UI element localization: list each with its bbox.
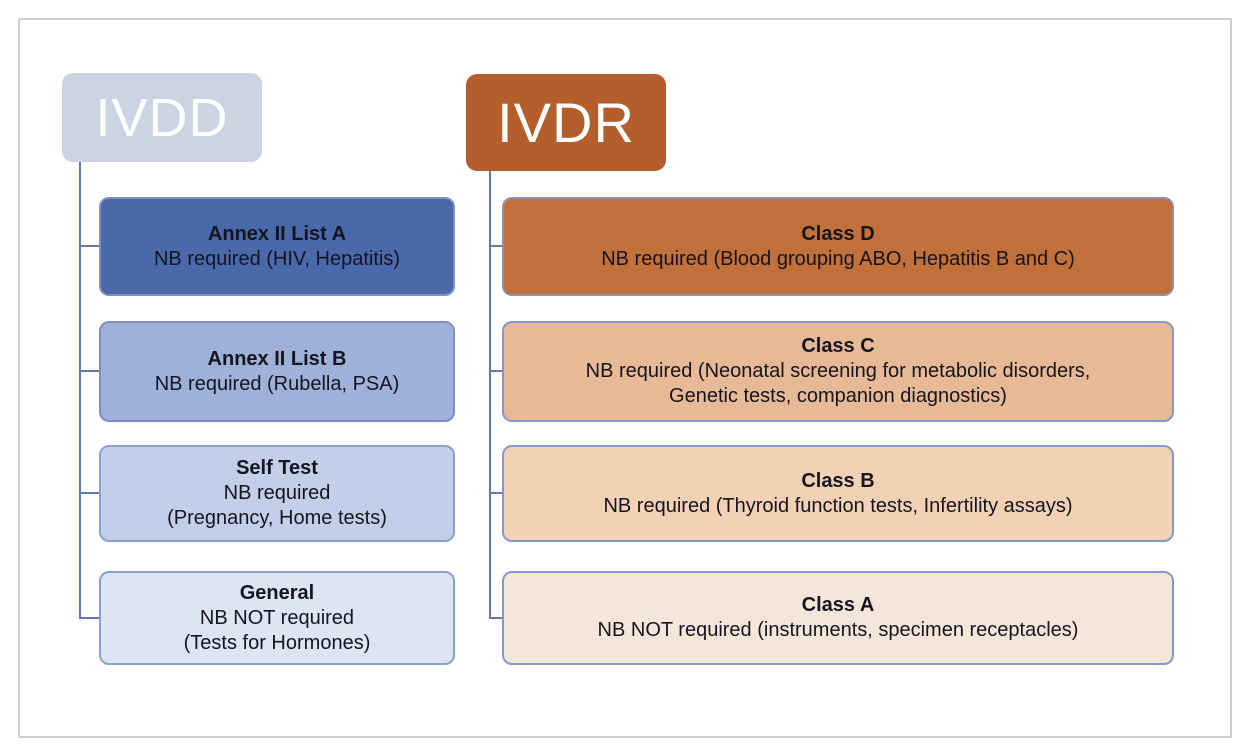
node-body: NB NOT required (Tests for Hormones) bbox=[183, 606, 371, 654]
node-annex-ii-list-a: Annex II List A NB required (HIV, Hepati… bbox=[99, 197, 455, 296]
node-title: General bbox=[239, 581, 315, 604]
node-body: NB required (HIV, Hepatitis) bbox=[153, 247, 401, 270]
connector-line bbox=[79, 370, 99, 372]
node-self-test: Self Test NB required (Pregnancy, Home t… bbox=[99, 445, 455, 542]
node-title: Self Test bbox=[236, 457, 318, 479]
ivdd-header: IVDD bbox=[62, 73, 262, 162]
ivdr-header: IVDR bbox=[466, 74, 666, 171]
node-general: General NB NOT required (Tests for Hormo… bbox=[99, 571, 455, 665]
node-annex-ii-list-b: Annex II List B NB required (Rubella, PS… bbox=[99, 321, 455, 422]
connector-line bbox=[489, 617, 502, 619]
connector-line bbox=[489, 245, 502, 247]
node-class-b: Class B NB required (Thyroid function te… bbox=[502, 445, 1174, 542]
node-body: NB required (Pregnancy, Home tests) bbox=[167, 482, 387, 529]
node-title: Class B bbox=[801, 469, 875, 492]
node-class-d: Class D NB required (Blood grouping ABO,… bbox=[502, 197, 1174, 296]
node-title: Class A bbox=[801, 594, 875, 616]
node-body: NB required (Rubella, PSA) bbox=[154, 372, 400, 395]
node-body: NB required (Thyroid function tests, Inf… bbox=[603, 494, 1073, 517]
connector-line bbox=[79, 162, 81, 618]
connector-line bbox=[79, 492, 99, 494]
connector-line bbox=[79, 617, 99, 619]
node-title: Class C bbox=[801, 335, 875, 357]
connector-line bbox=[489, 492, 502, 494]
node-title: Class D bbox=[801, 222, 875, 245]
node-title: Annex II List A bbox=[207, 222, 347, 245]
node-body: NB required (Neonatal screening for meta… bbox=[585, 360, 1091, 407]
node-title: Annex II List B bbox=[207, 347, 347, 370]
node-body: NB required (Blood grouping ABO, Hepatit… bbox=[601, 247, 1075, 270]
node-class-a: Class A NB NOT required (instruments, sp… bbox=[502, 571, 1174, 665]
connector-line bbox=[489, 370, 502, 372]
node-body: NB NOT required (instruments, specimen r… bbox=[597, 619, 1079, 641]
connector-line bbox=[489, 171, 491, 618]
connector-line bbox=[79, 245, 99, 247]
diagram-frame: IVDD IVDR Annex II List A NB required (H… bbox=[18, 18, 1232, 738]
node-class-c: Class C NB required (Neonatal screening … bbox=[502, 321, 1174, 422]
